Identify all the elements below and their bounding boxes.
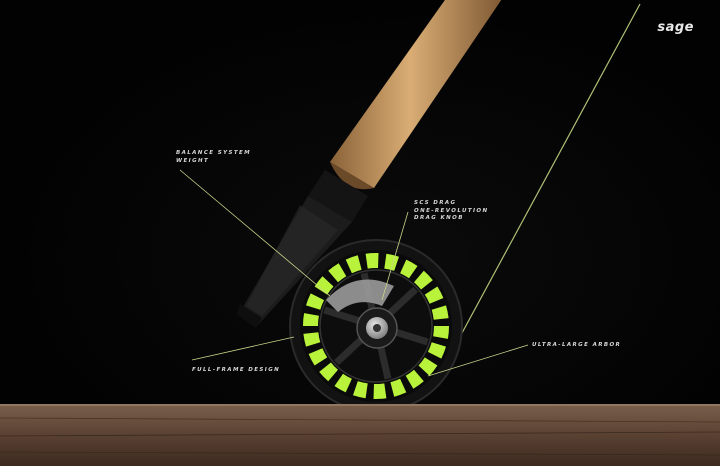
fly-line-segment bbox=[319, 362, 338, 382]
fly-line-segment bbox=[334, 373, 352, 393]
callout-ultra-large-arbor: ULTRA-LARGE ARBOR bbox=[532, 342, 622, 348]
fly-line-segment bbox=[365, 252, 379, 269]
arbor-callout-line bbox=[427, 344, 529, 377]
reel-spoke bbox=[376, 342, 392, 380]
balance-weight-plate bbox=[326, 279, 394, 312]
fly-line-segment bbox=[431, 305, 449, 320]
fly-line-segment bbox=[427, 342, 446, 359]
fly-line-segment bbox=[433, 326, 450, 339]
cork-grip bbox=[330, 0, 502, 190]
callout-scs-drag-knob: SCS DRAG ONE-REVOLUTION DRAG KNOB bbox=[414, 200, 489, 221]
reel-spoke bbox=[323, 306, 360, 325]
fly-line-segment bbox=[418, 357, 438, 376]
reel-spoke bbox=[392, 327, 429, 346]
balance-callout-line bbox=[179, 169, 331, 297]
sage-logo: sage bbox=[657, 20, 694, 35]
callout-balance-system-weight: BALANCE SYSTEM WEIGHT bbox=[176, 150, 252, 164]
fly-line-segment bbox=[384, 253, 399, 271]
fly-line-segment bbox=[424, 286, 444, 304]
fly-line-segment bbox=[390, 378, 407, 397]
wooden-surface bbox=[0, 404, 720, 466]
fly-line-segment bbox=[303, 332, 321, 347]
reel-spoke bbox=[334, 335, 366, 366]
callout-lines bbox=[179, 169, 529, 377]
frame-callout-line bbox=[191, 336, 295, 361]
fly-line-spool bbox=[302, 252, 450, 400]
reel-seat bbox=[236, 170, 368, 328]
fly-line-segment bbox=[308, 348, 328, 366]
fly-line-segment bbox=[400, 259, 418, 279]
fly-line-segment bbox=[328, 263, 347, 283]
callout-full-frame-design: FULL-FRAME DESIGN bbox=[192, 367, 281, 373]
reel bbox=[289, 239, 463, 413]
fly-line-segment bbox=[414, 270, 433, 290]
fly-line-segment bbox=[302, 313, 319, 326]
reel-spoke bbox=[386, 286, 418, 317]
drag-callout-line bbox=[381, 211, 409, 301]
fly-line-segment bbox=[345, 255, 362, 274]
fly-line-strand bbox=[461, 3, 641, 334]
fly-line-segment bbox=[353, 381, 368, 399]
fly-line-segment bbox=[405, 369, 424, 389]
fly-line-segment bbox=[314, 276, 334, 295]
fly-line-segment bbox=[306, 293, 325, 310]
fly-line-segment bbox=[373, 383, 387, 400]
